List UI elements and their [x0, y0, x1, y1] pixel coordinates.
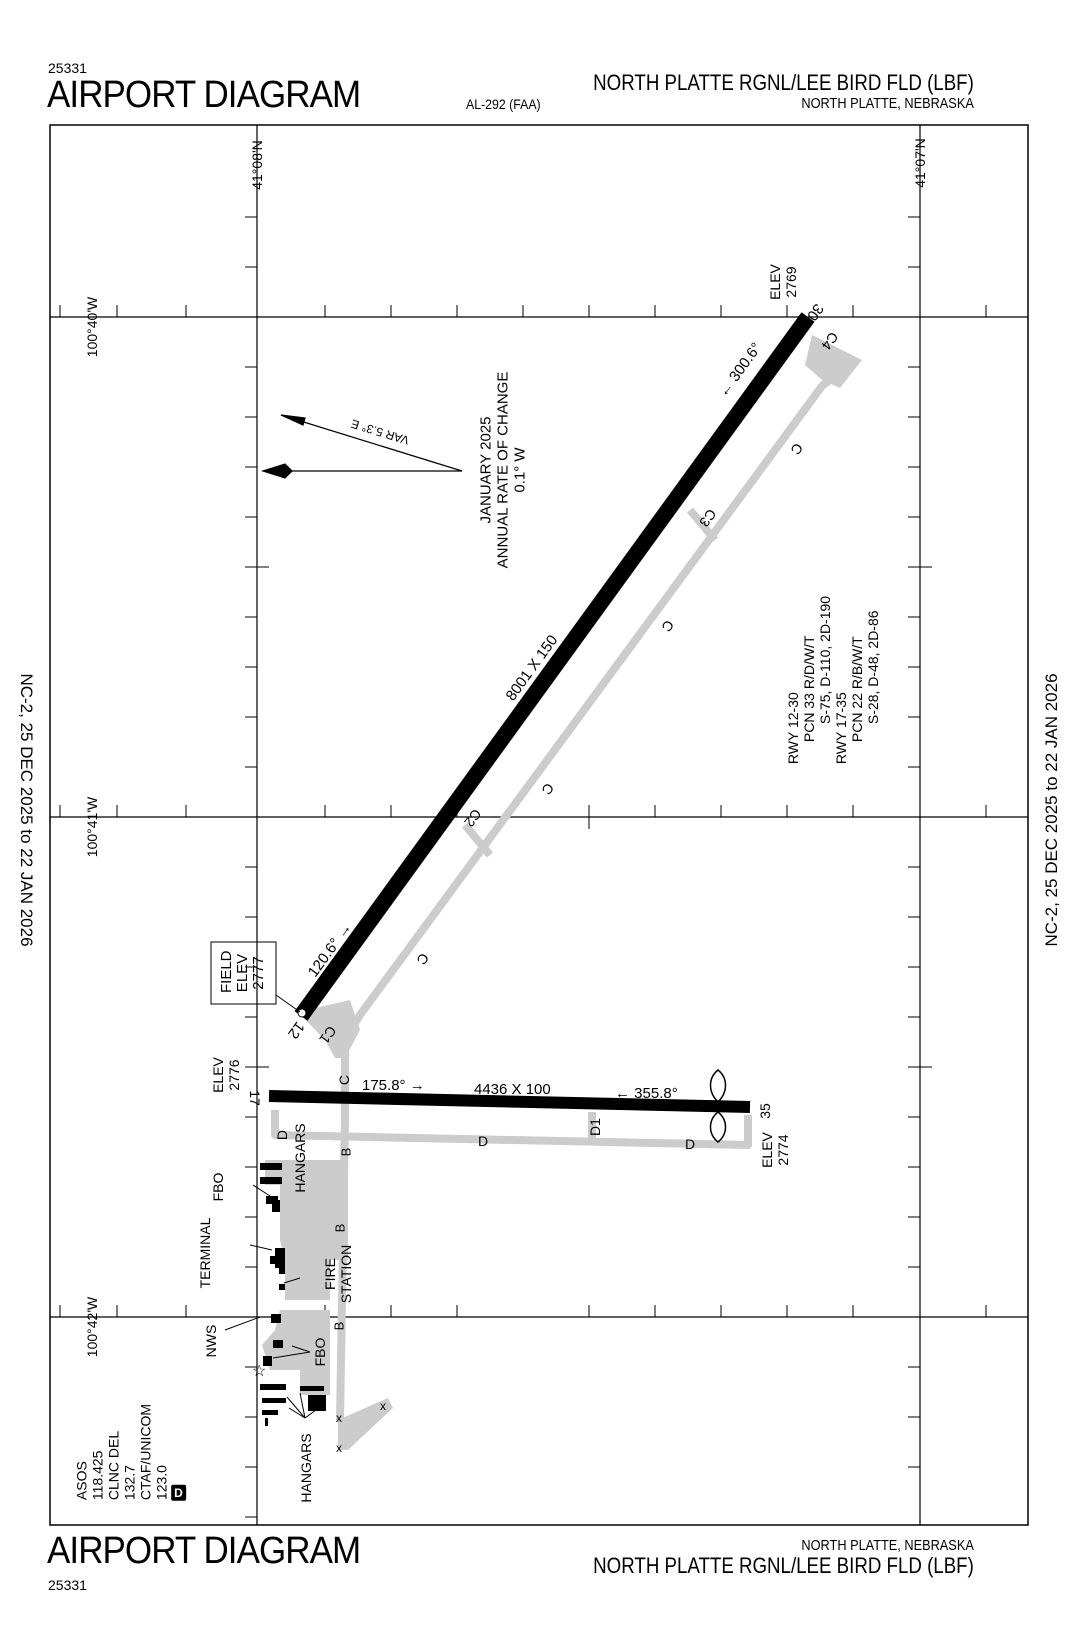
facility-nws: NWS: [203, 1324, 219, 1358]
runway-12-30: [294, 312, 815, 1021]
facility-fbo-south: FBO: [312, 1337, 328, 1367]
airport-location-bottom: NORTH PLATTE, NEBRASKA: [801, 1537, 974, 1554]
c1-fillet: [298, 1000, 360, 1058]
rwy-17-35-dimensions: 4436 X 100: [474, 1081, 551, 1098]
grid-ticks: [59, 216, 987, 1518]
pcn-notes: RWY 12-30 PCN 33 R/D/W/T S-75, D-110, 2D…: [785, 595, 881, 765]
facility-fbo-north: FBO: [210, 1172, 226, 1202]
svg-text:x: x: [336, 1441, 342, 1455]
runway-17-35: [268, 1090, 751, 1113]
rwy-30-elev: ELEV 2769: [767, 264, 799, 300]
var-rate-label: ANNUAL RATE OF CHANGE: [494, 371, 512, 569]
facility-hangars-south: HANGARS: [298, 1433, 314, 1503]
lat-label-4107: 41°07'N: [912, 138, 928, 188]
rwy-17-heading: 175.8° →: [362, 1077, 425, 1094]
magnetic-variation-arrows: [261, 414, 463, 479]
rwy-17-number: 17: [247, 1090, 263, 1106]
lat-label-4108: 41°08'N: [249, 140, 265, 190]
airport-location-top: NORTH PLATTE, NEBRASKA: [801, 95, 974, 112]
taxiway-label-c: C: [336, 1074, 352, 1086]
var-rate-value: 0.1° W: [511, 447, 529, 493]
arp-marker: [297, 1008, 307, 1018]
field-elev-box: [210, 941, 277, 1005]
facility-hangars-north: HANGARS: [292, 1123, 308, 1193]
taxiway-label-b: B: [331, 1321, 347, 1331]
taxiway-label-d1: D1: [587, 1118, 603, 1136]
frequency-block: ASOS 118.425 CLNC DEL 132.7 CTAF/UNICOM …: [74, 1404, 187, 1501]
buildings: [260, 1163, 326, 1426]
taxiway-label-d: D: [684, 1136, 696, 1152]
lat-long-grid: [50, 125, 1028, 1525]
taxiway-label-d: D: [274, 1129, 290, 1141]
var-epoch: JANUARY 2025: [477, 416, 495, 524]
rwy-35-number: 35: [757, 1103, 773, 1119]
facility-fire-station: FIRE STATION: [322, 1244, 354, 1304]
south-taxiway-stub: [338, 1398, 393, 1450]
page-title-top: AIRPORT DIAGRAM: [47, 74, 361, 116]
var-block: JANUARY 2025 ANNUAL RATE OF CHANGE 0.1° …: [478, 372, 529, 569]
long-label-10040: 100°40'W: [84, 296, 100, 358]
long-label-10041: 100°41'W: [84, 796, 100, 858]
rwy-35-elev: ELEV 2774: [759, 1132, 791, 1168]
rwy-35-heading: ← 355.8°: [615, 1085, 678, 1102]
closed-markers: x x x: [336, 1399, 386, 1455]
taxiway-label-b: B: [338, 1147, 354, 1157]
taxiways: [271, 357, 839, 1421]
airport-name-top: NORTH PLATTE RGNL/LEE BIRD FLD (LBF): [593, 70, 974, 95]
d-badge: D: [171, 1484, 186, 1501]
airport-name-bottom: NORTH PLATTE RGNL/LEE BIRD FLD (LBF): [593, 1553, 974, 1578]
field-elev: FIELD ELEV 2777: [218, 950, 267, 993]
facility-terminal: TERMINAL: [197, 1217, 213, 1289]
c4-pad: [805, 335, 862, 388]
chart-number-top: 25331: [48, 60, 87, 76]
star-icon: ☆: [252, 1363, 266, 1380]
long-label-10042: 100°42'W: [84, 1296, 100, 1358]
approach-light-icon: [709, 1069, 727, 1143]
map-frame: [49, 124, 1029, 1526]
chart-number-bottom: 25331: [48, 1577, 87, 1593]
rwy-17-elev: ELEV 2776: [210, 1057, 242, 1093]
south-apron: [262, 1310, 330, 1395]
svg-text:x: x: [380, 1399, 386, 1413]
svg-text:x: x: [336, 1411, 342, 1425]
leader-lines: [224, 994, 317, 1419]
main-apron: [280, 1160, 348, 1300]
page-title-bottom: AIRPORT DIAGRAM: [47, 1530, 361, 1572]
taxiway-label-d: D: [477, 1133, 489, 1149]
procedure-id: AL-292 (FAA): [466, 96, 541, 112]
